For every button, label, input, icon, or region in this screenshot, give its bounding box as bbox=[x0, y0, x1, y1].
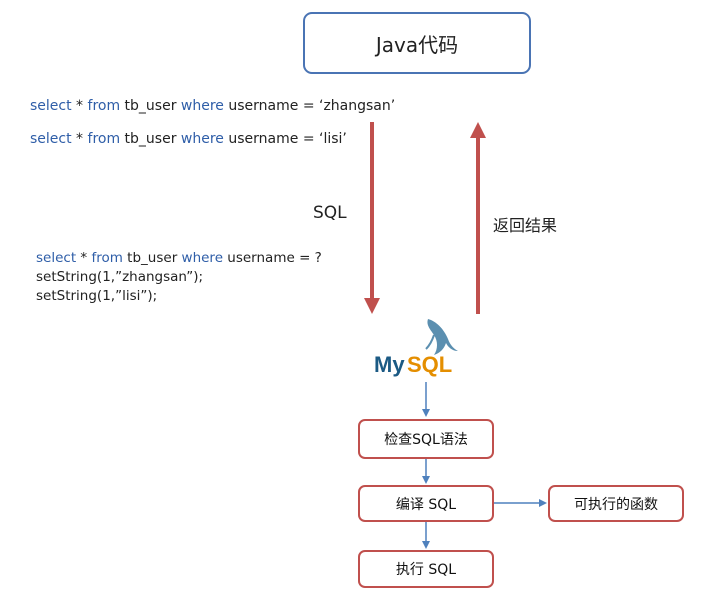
execute-sql-label: 执行 SQL bbox=[395, 562, 457, 578]
keyword-from: from bbox=[87, 98, 121, 114]
query-condition: username = ‘zhangsan’ bbox=[223, 98, 396, 114]
keyword-select: select bbox=[36, 250, 77, 266]
compile-sql-label: 编译 SQL bbox=[395, 496, 457, 513]
executable-function-box: 可执行的函数 bbox=[548, 485, 684, 522]
execute-sql-box: 执行 SQL bbox=[358, 550, 494, 588]
query-table: tb_user bbox=[120, 131, 181, 147]
keyword-where: where bbox=[180, 98, 224, 114]
mysql-logo: My SQL bbox=[372, 315, 464, 381]
query-table: tb_user bbox=[120, 98, 181, 114]
prepared-statement-code: select * from tb_user where username = ?… bbox=[36, 249, 322, 306]
result-up-arrow bbox=[470, 122, 486, 314]
java-code-label: Java代码 bbox=[375, 32, 459, 57]
set-string-zhangsan: setString(1,”zhangsan”); bbox=[36, 269, 204, 285]
query-condition: username = ? bbox=[223, 250, 322, 266]
sql-arrow-label: SQL bbox=[313, 203, 347, 223]
query-lisi: select * from tb_user where username = ‘… bbox=[30, 131, 347, 147]
logo-sql: SQL bbox=[407, 352, 452, 377]
query-star: * bbox=[71, 98, 88, 114]
return-result-label: 返回结果 bbox=[493, 216, 558, 235]
query-zhangsan: select * from tb_user where username = ‘… bbox=[30, 98, 395, 114]
set-string-lisi: setString(1,”lisi”); bbox=[36, 288, 158, 304]
java-code-box: Java代码 bbox=[303, 12, 531, 74]
query-star: * bbox=[71, 131, 88, 147]
dolphin-icon: My SQL bbox=[374, 319, 458, 377]
keyword-where: where bbox=[181, 250, 223, 266]
keyword-from: from bbox=[87, 131, 121, 147]
query-table: tb_user bbox=[122, 250, 182, 266]
query-condition: username = ‘lisi’ bbox=[223, 131, 347, 147]
prepared-sql-line: select * from tb_user where username = ? bbox=[36, 249, 322, 268]
keyword-select: select bbox=[30, 98, 72, 114]
logo-my: My bbox=[374, 352, 405, 377]
sql-down-arrow bbox=[364, 122, 380, 314]
compile-sql-box: 编译 SQL bbox=[358, 485, 494, 522]
keyword-select: select bbox=[30, 131, 72, 147]
check-syntax-label: 检查SQL语法 bbox=[384, 432, 468, 448]
check-syntax-box: 检查SQL语法 bbox=[358, 419, 494, 459]
executable-function-label: 可执行的函数 bbox=[574, 496, 658, 513]
keyword-where: where bbox=[180, 131, 224, 147]
query-star: * bbox=[76, 250, 92, 266]
keyword-from: from bbox=[91, 250, 123, 266]
